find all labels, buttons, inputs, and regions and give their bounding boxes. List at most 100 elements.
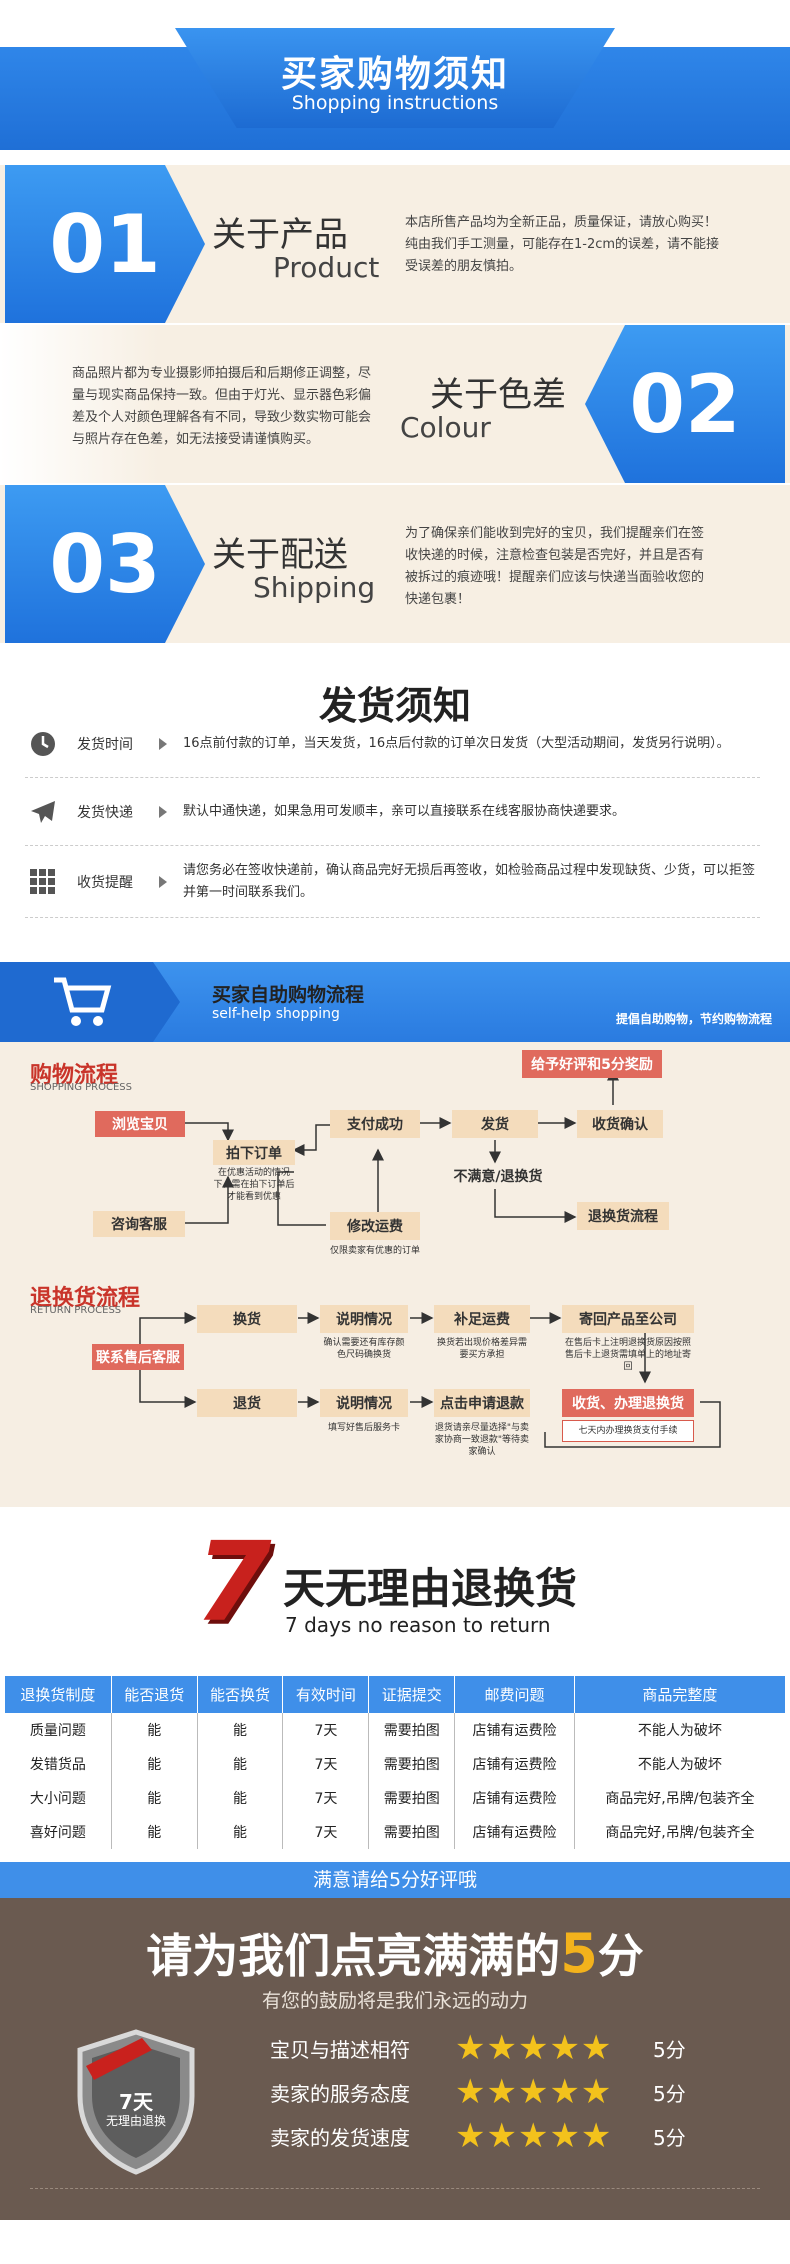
cart-icon [54, 977, 112, 1026]
table-cell: 能 [197, 1815, 284, 1849]
table-header: 有效时间 [282, 1676, 370, 1713]
seven-title: 天无理由退换货 [283, 1564, 578, 1613]
node-done-note: 七天内办理换货支付手续 [562, 1420, 694, 1442]
table-cell: 店铺有运费险 [454, 1815, 575, 1849]
node-explain1-note: 确认需要还有库存颜色尺码确换货 [323, 1338, 405, 1360]
table-cell: 不能人为破坏 [637, 1723, 722, 1739]
process-banner-slogan: 提倡自助购物，节约购物流程 [615, 1012, 772, 1026]
arrow-right-icon [159, 805, 167, 818]
shipping-row: 发货快递 默认中通快递，如果急用可发顺丰，亲可以直接联系在线客服协商快递要求。 [25, 778, 760, 846]
rating-title-a: 请为我们点亮满满的 [146, 1929, 561, 1983]
node-reward: 给予好评和5分奖励 [522, 1050, 662, 1078]
rating-section: 请为我们点亮满满的5分 有您的鼓励将是我们永远的动力 7天 无理由退换 宝贝与描… [0, 1898, 790, 2220]
node-browse: 浏览宝贝 [95, 1111, 185, 1137]
section-number: 02 [585, 325, 785, 483]
rating-row: 宝贝与描述相符 ★★★★★ 5分 [270, 2026, 686, 2070]
rating-score: 5分 [653, 2125, 686, 2150]
node-pay: 支付成功 [330, 1110, 420, 1138]
badge-text: 无理由退换 [105, 2114, 166, 2128]
node-send-back-note: 在售后卡上注明退换货原因按照售后卡上退货需填单上的地址寄回 [564, 1338, 691, 1372]
table-header: 邮费问题 [454, 1676, 575, 1713]
section-title-zh: 关于产品 [212, 215, 348, 255]
shield-icon [77, 2029, 195, 2175]
node-explain2: 说明情况 [320, 1389, 408, 1417]
shopping-process-title: 购物流程 [30, 1063, 119, 1088]
star-icons: ★★★★★ [455, 2072, 613, 2112]
rating-title-five: 5 [560, 1922, 598, 1985]
rating-label: 卖家的服务态度 [270, 2081, 410, 2106]
table-cell: 能 [111, 1781, 198, 1815]
table-header: 退换货制度 [5, 1676, 112, 1713]
plane-icon [25, 794, 61, 830]
table-cell: 发错货品 [5, 1747, 112, 1781]
cart-icon-box [0, 962, 180, 1042]
shopping-process-subtitle: SHOPPING PROCESS [30, 1082, 133, 1093]
table-cell: 需要拍图 [368, 1781, 456, 1815]
table-cell: 能 [197, 1781, 284, 1815]
rating-row: 卖家的服务态度 ★★★★★ 5分 [270, 2070, 686, 2114]
table-header-row: 退换货制度 能否退货 能否换货 有效时间 证据提交 邮费问题 商品完整度 [5, 1676, 785, 1713]
table-cell: 店铺有运费险 [454, 1781, 575, 1815]
section-title-en: Shipping [253, 571, 376, 604]
table-cell: 能 [197, 1747, 284, 1781]
node-pay-ship-note: 换货若出现价格差异需要买方承担 [436, 1338, 527, 1360]
return-policy-table: 退换货制度 能否退货 能否换货 有效时间 证据提交 邮费问题 商品完整度 质量问… [5, 1676, 785, 1849]
node-modify-note: 仅限卖家有优惠的订单 [330, 1246, 421, 1256]
node-ship: 发货 [452, 1110, 538, 1138]
shipping-text: 16点前付款的订单，当天发货，16点后付款的订单次日发货（大型活动期间，发货另行… [183, 735, 730, 751]
node-unhappy: 不满意/退换货 [453, 1169, 543, 1185]
section-title-zh: 关于配送 [212, 535, 348, 575]
shipping-label: 发货快递 [77, 804, 133, 821]
shipping-text: 请您务必在签收快递前，确认商品完好无损后再签收，如检验商品过程中发现缺货、少货，… [183, 862, 756, 900]
star-icons: ★★★★★ [455, 2028, 613, 2068]
node-order: 拍下订单 [213, 1140, 295, 1165]
table-cell: 质量问题 [5, 1713, 112, 1747]
node-contact: 联系售后客服 [92, 1344, 184, 1370]
praise-band: 满意请给5分好评哦 [0, 1862, 790, 1898]
header-tab [175, 28, 615, 128]
section-number: 03 [5, 485, 205, 643]
table-cell: 能 [111, 1747, 198, 1781]
rating-label: 卖家的发货速度 [270, 2125, 410, 2150]
section-text: 为了确保亲们能收到完好的宝贝，我们提醒亲们在签收快递的时候，注意检查包装是否完好… [405, 526, 705, 607]
rating-score: 5分 [653, 2037, 686, 2062]
section-title-en: Colour [400, 411, 491, 444]
node-exchange: 换货 [197, 1305, 297, 1333]
rating-title-c: 分 [597, 1929, 644, 1983]
node-done: 收货、办理退换货 [562, 1389, 694, 1417]
table-cell: 喜好问题 [5, 1815, 112, 1849]
table-cell: 大小问题 [5, 1781, 112, 1815]
table-cell: 需要拍图 [368, 1815, 456, 1849]
node-receive: 收货确认 [577, 1110, 663, 1138]
process-banner-subtitle: self-help shopping [212, 1006, 340, 1022]
divider [30, 2188, 760, 2189]
shipping-label: 发货时间 [77, 736, 133, 753]
node-send-back: 寄回产品至公司 [562, 1305, 694, 1333]
section-text: 商品照片都为专业摄影师拍摄后和后期修正调整，尽量与现实商品保持一致。但由于灯光、… [72, 366, 372, 447]
table-cell: 不能人为破坏 [637, 1757, 722, 1773]
table-cell: 店铺有运费险 [454, 1747, 575, 1781]
shipping-label: 收货提醒 [77, 874, 133, 891]
rating-score: 5分 [653, 2081, 686, 2106]
table-cell: 能 [111, 1713, 198, 1747]
seven-subtitle: 7 days no reason to return [285, 1613, 551, 1637]
table-cell: 7天 [282, 1747, 370, 1781]
section-colour: 商品照片都为专业摄影师拍摄后和后期修正调整，尽量与现实商品保持一致。但由于灯光、… [0, 325, 790, 483]
process-connectors [139, 1068, 721, 1448]
page-title: 买家购物须知 [280, 54, 509, 95]
shipping-row: 发货时间 16点前付款的订单，当天发货，16点后付款的订单次日发货（大型活动期间… [25, 710, 760, 778]
table-cell: 7天 [282, 1815, 370, 1849]
node-apply-note: 退货请亲尽量选择"与卖家协商一致退款"等待卖家确认 [434, 1423, 530, 1457]
node-apply: 点击申请退款 [434, 1389, 530, 1417]
table-header: 商品完整度 [574, 1676, 785, 1713]
node-consult: 咨询客服 [93, 1211, 185, 1237]
table-header: 证据提交 [368, 1676, 456, 1713]
section-shipping: 03 关于配送 Shipping 为了确保亲们能收到完好的宝贝，我们提醒亲们在签… [0, 485, 790, 643]
page-header: 买家购物须知 Shopping instructions [0, 0, 790, 150]
section-title-en: Product [273, 251, 380, 284]
process-banner-title: 买家自助购物流程 [212, 984, 365, 1006]
table-cell: 7天 [282, 1713, 370, 1747]
